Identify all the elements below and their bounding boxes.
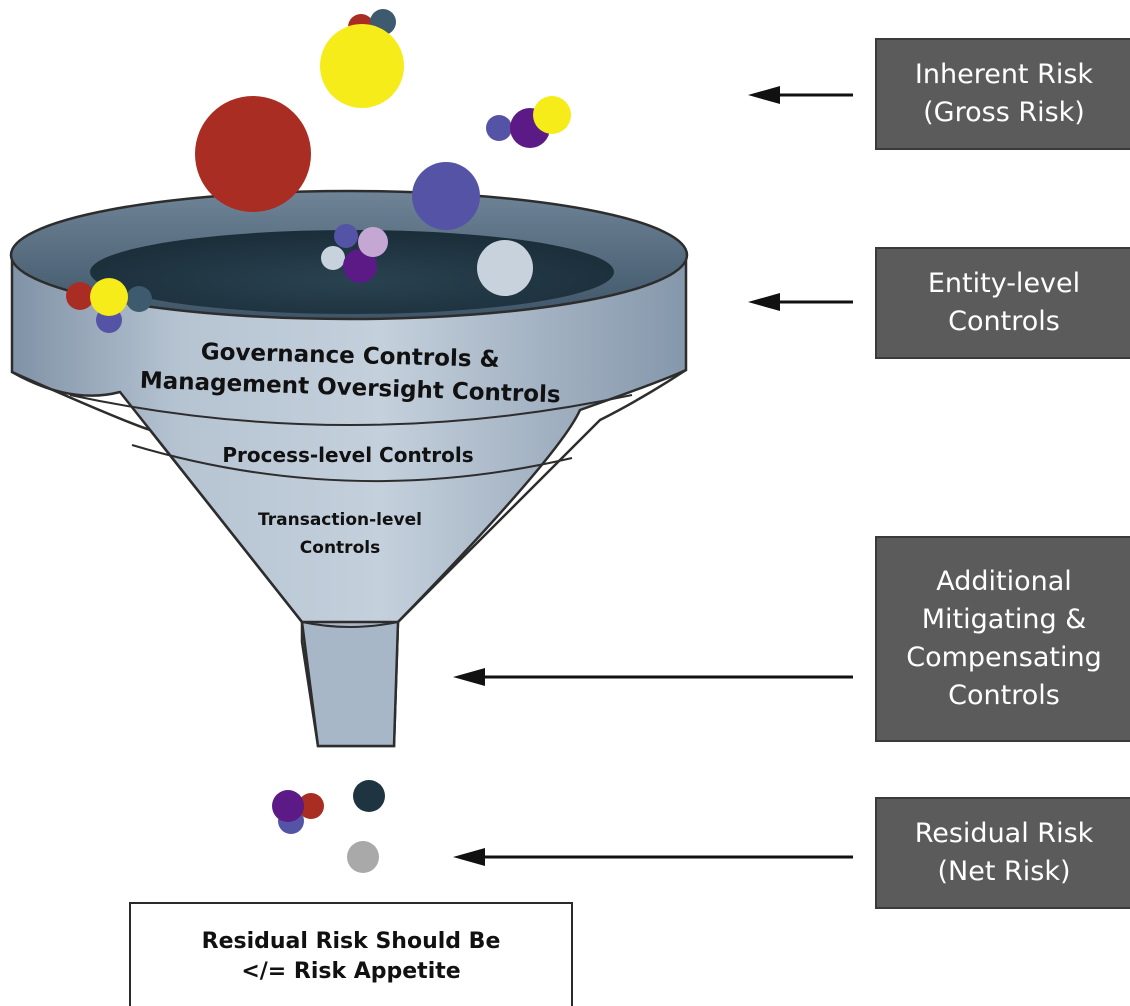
arrow-inherent — [748, 86, 853, 104]
risk-ball — [272, 790, 304, 822]
entity-level-label-line2: Controls — [948, 306, 1060, 337]
inherent-risk-label-line2: (Gross Risk) — [923, 97, 1085, 128]
inherent-risk-label-line1: Inherent Risk — [914, 59, 1094, 90]
risk-balls-inherent — [66, 9, 571, 333]
tier-transaction-label-line1: Transaction-level — [258, 510, 422, 530]
entity-level-label-line1: Entity-level — [927, 268, 1081, 299]
risk-ball — [347, 841, 379, 873]
risk-appetite-line2: </= Risk Appetite — [241, 959, 461, 984]
tier-divider-2 — [131, 444, 573, 483]
funnel-cone-outline — [11, 368, 687, 623]
risk-ball — [358, 227, 388, 257]
additional-controls-label: Additional Mitigating & Compensating Con… — [875, 536, 1130, 742]
risk-ball — [486, 115, 512, 141]
risk-appetite-line1: Residual Risk Should Be — [201, 929, 501, 954]
risk-ball — [320, 24, 404, 108]
risk-ball — [90, 278, 128, 316]
residual-risk-label-line2: (Net Risk) — [937, 856, 1071, 887]
risk-ball — [412, 162, 480, 230]
risk-ball — [66, 282, 94, 310]
risk-ball — [334, 224, 358, 248]
tier-process-label: Process-level Controls — [222, 443, 473, 467]
tier-transaction-label-line2: Controls — [300, 538, 380, 558]
additional-label-line3: Compensating — [906, 642, 1102, 673]
residual-risk-label: Residual Risk (Net Risk) — [875, 797, 1130, 909]
additional-label-line4: Controls — [948, 680, 1060, 711]
risk-ball — [195, 96, 311, 212]
residual-risk-label-line1: Residual Risk — [914, 818, 1094, 849]
risk-ball — [477, 240, 533, 296]
funnel-spout-rim — [301, 621, 399, 628]
risk-ball — [343, 249, 377, 283]
arrow-entity — [748, 293, 853, 311]
funnel-cone — [10, 252, 688, 748]
risk-ball — [298, 793, 324, 819]
risk-ball — [126, 286, 152, 312]
risk-ball — [353, 780, 385, 812]
inherent-risk-label: Inherent Risk (Gross Risk) — [875, 38, 1130, 150]
arrow-additional — [453, 668, 853, 686]
arrow-residual — [453, 848, 853, 866]
risk-balls-residual — [272, 780, 385, 873]
entity-level-controls-label: Entity-level Controls — [875, 247, 1130, 359]
tier-divider-1 — [69, 394, 633, 426]
risk-ball — [533, 96, 571, 134]
additional-label-line2: Mitigating & — [921, 604, 1087, 635]
funnel-spout — [300, 620, 400, 748]
risk-ball — [321, 246, 345, 270]
additional-label-line1: Additional — [936, 566, 1072, 597]
risk-appetite-box: Residual Risk Should Be </= Risk Appetit… — [129, 902, 573, 1006]
arrows — [453, 86, 853, 866]
